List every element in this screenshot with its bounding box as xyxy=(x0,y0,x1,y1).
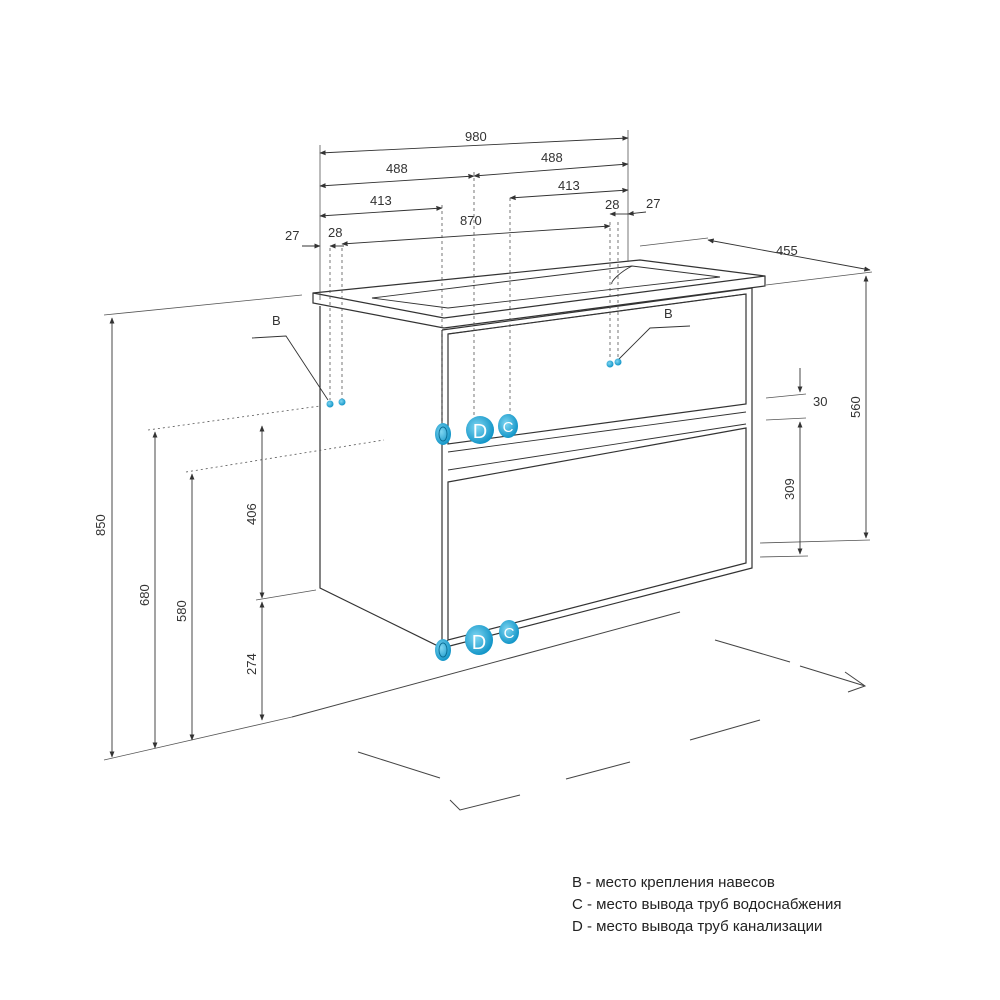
dimension-labels: 980 488 488 413 413 870 27 28 28 27 455 … xyxy=(93,129,863,675)
top-drawer xyxy=(447,293,747,445)
dim-455: 455 xyxy=(776,243,798,258)
dim-560: 560 xyxy=(848,396,863,418)
svg-text:C: C xyxy=(504,625,515,642)
dim-28-left: 28 xyxy=(328,225,342,240)
hanging-points xyxy=(326,358,622,408)
outlet-c-upper-left xyxy=(435,423,451,445)
dim-870: 870 xyxy=(460,213,482,228)
pipe-outlets-upper: D C xyxy=(435,414,518,445)
outlet-c-lower-left xyxy=(435,639,451,661)
dim-580: 580 xyxy=(174,600,189,622)
hanging-point-right-1 xyxy=(606,360,614,368)
dim-309: 309 xyxy=(782,478,797,500)
outlet-c-upper-right xyxy=(498,414,518,438)
dim-406: 406 xyxy=(244,503,259,525)
dim-980: 980 xyxy=(465,129,487,144)
dim-488-right: 488 xyxy=(541,150,563,165)
dim-413-left: 413 xyxy=(370,193,392,208)
dim-27-right: 27 xyxy=(646,196,660,211)
dim-30: 30 xyxy=(813,394,827,409)
extension-lines xyxy=(103,130,873,761)
marker-b-left-label: B xyxy=(272,313,281,328)
svg-text:C: C xyxy=(503,419,514,436)
legend-c: C - место вывода труб водоснабжения xyxy=(572,896,842,913)
cabinet xyxy=(312,259,766,649)
floor-outline xyxy=(291,611,867,811)
dim-27-left: 27 xyxy=(285,228,299,243)
outlet-d-upper xyxy=(466,416,494,444)
legend-d: D - место вывода труб канализации xyxy=(572,918,823,935)
dim-680: 680 xyxy=(137,584,152,606)
countertop xyxy=(312,259,766,329)
marker-b-right-label: B xyxy=(664,306,673,321)
bottom-drawer xyxy=(447,427,747,641)
dim-274: 274 xyxy=(244,653,259,675)
dimension-arrows xyxy=(109,135,871,758)
basin-recess xyxy=(371,265,721,309)
dim-413-right: 413 xyxy=(558,178,580,193)
dim-850: 850 xyxy=(93,514,108,536)
pipe-outlets-lower: D C xyxy=(435,620,519,661)
cabinet-side xyxy=(319,306,443,649)
svg-text:D: D xyxy=(472,632,486,654)
dim-28-right: 28 xyxy=(605,197,619,212)
svg-text:D: D xyxy=(473,421,487,443)
cabinet-front xyxy=(441,287,753,649)
hanging-point-left-1 xyxy=(326,400,334,408)
dim-488-left: 488 xyxy=(386,161,408,176)
legend-b: B - место крепления навесов xyxy=(572,874,775,891)
outlet-c-lower-right xyxy=(499,620,519,644)
hanging-point-right-2 xyxy=(614,358,622,366)
countertop-top-edge xyxy=(312,275,766,319)
outlet-d-lower xyxy=(465,625,493,655)
legend: B - место крепления навесов C - место вы… xyxy=(572,872,841,938)
hanging-point-left-2 xyxy=(338,398,346,406)
